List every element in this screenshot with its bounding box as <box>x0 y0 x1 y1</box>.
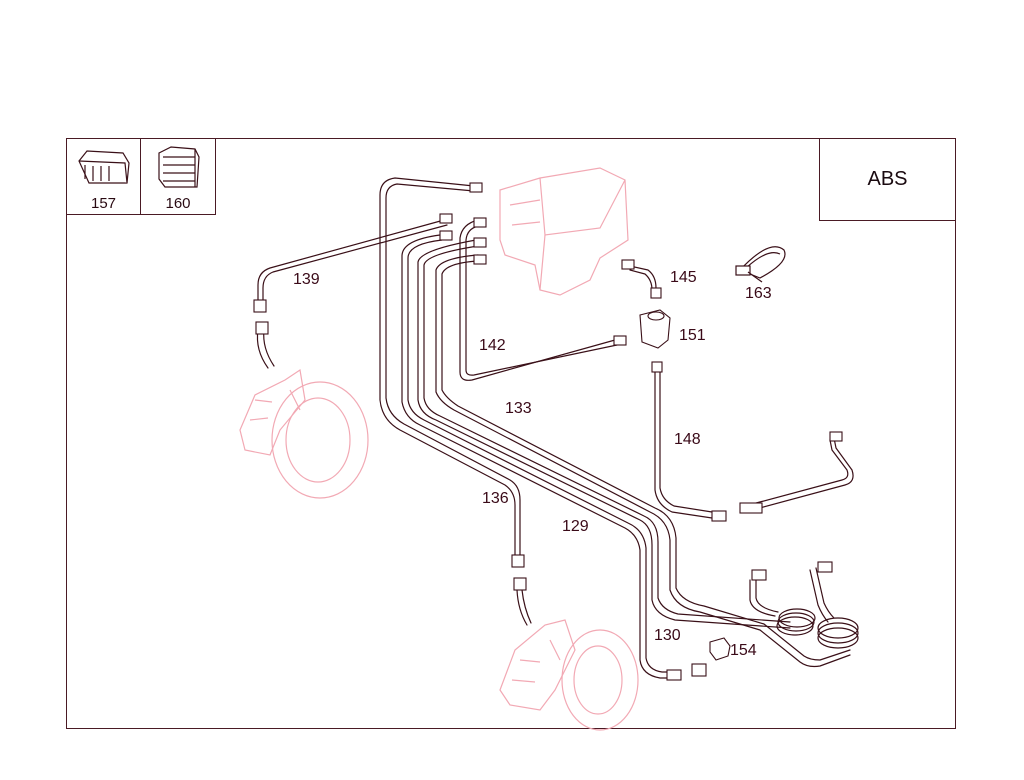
fitting-nut <box>511 554 525 568</box>
plug-154 <box>709 637 731 661</box>
clip-157-icon <box>78 150 130 184</box>
callout-139[interactable]: 139 <box>293 271 320 288</box>
fitting-nut <box>691 663 707 677</box>
callout-145[interactable]: 145 <box>670 269 697 286</box>
fitting-nut <box>255 321 269 335</box>
callout-154[interactable]: 154 <box>730 642 757 659</box>
fitting-nut <box>613 335 627 346</box>
hose-136 <box>516 589 532 626</box>
fitting-nut <box>829 431 843 442</box>
thumbnail-label: 157 <box>90 195 117 212</box>
hose-139 <box>256 329 275 369</box>
callout-129[interactable]: 129 <box>562 518 589 535</box>
fitting-nut <box>439 230 453 241</box>
fitting-nut <box>650 287 662 299</box>
brake-lines <box>256 177 859 679</box>
cable-tie-icon <box>735 246 786 283</box>
fitting-nut <box>817 561 833 573</box>
fitting-nut <box>751 569 767 581</box>
line-139 <box>257 219 445 306</box>
sensor-sleeve <box>739 502 763 514</box>
fitting-nut <box>711 510 727 522</box>
callout-142[interactable]: 142 <box>479 337 506 354</box>
fitting-nut <box>473 254 487 265</box>
t-piece-151 <box>639 309 671 349</box>
fitting-nut <box>439 213 453 224</box>
line-129 <box>401 234 673 679</box>
callout-136[interactable]: 136 <box>482 490 509 507</box>
callout-130[interactable]: 130 <box>654 627 681 644</box>
section-label-box: ABS <box>819 138 956 221</box>
fitting-nut <box>469 182 483 193</box>
fitting-nut <box>651 361 663 373</box>
diagram-frame <box>66 138 956 729</box>
fitting-nut <box>253 299 267 313</box>
line-130 <box>435 254 851 668</box>
line-right-hose <box>744 437 854 513</box>
coil-left <box>749 579 816 636</box>
fittings <box>253 182 843 681</box>
clip-160-icon <box>158 146 200 188</box>
line-136-run <box>379 177 516 561</box>
callout-133[interactable]: 133 <box>505 400 532 417</box>
line-148 <box>654 369 713 519</box>
thumbnail-157[interactable]: 157 <box>66 138 141 215</box>
ghost-components <box>239 167 639 731</box>
fitting-nut <box>621 259 635 270</box>
thumbnail-160[interactable]: 160 <box>140 138 216 215</box>
section-label: ABS <box>867 168 908 190</box>
fitting-nut <box>473 237 487 248</box>
rear-brake-disc <box>499 619 639 731</box>
callout-163[interactable]: 163 <box>745 285 772 302</box>
fitting-nut <box>513 577 527 591</box>
line-142 <box>459 219 616 381</box>
line-145 <box>629 265 657 289</box>
callout-151[interactable]: 151 <box>679 327 706 344</box>
fitting-nut <box>473 217 487 228</box>
callout-148[interactable]: 148 <box>674 431 701 448</box>
line-133 <box>417 239 791 629</box>
front-brake-disc <box>239 368 369 499</box>
coil-right <box>809 567 859 649</box>
thumbnail-label: 160 <box>165 195 191 212</box>
fitting-nut <box>666 669 682 681</box>
abs-hydraulic-unit <box>499 167 629 296</box>
